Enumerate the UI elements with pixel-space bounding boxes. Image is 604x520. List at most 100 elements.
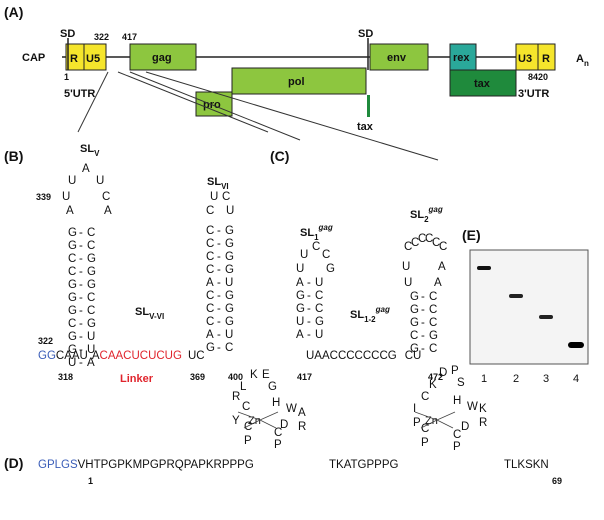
r2-label: R	[542, 53, 550, 65]
slv-stem-d0: -	[79, 227, 83, 239]
polya-label: An	[576, 53, 589, 68]
slvi-stem-r8: U	[225, 329, 233, 341]
zn1-bond1	[259, 411, 279, 421]
zn2-res5: K	[429, 379, 437, 391]
sl2-loop-5: C	[439, 241, 447, 253]
sl1-stem-d1: -	[307, 290, 311, 302]
zn2-res10: W	[467, 401, 478, 413]
slvi-loop-c2: C	[206, 205, 214, 217]
n318-label: 318	[58, 372, 73, 382]
sl1-loop-u: U	[300, 249, 308, 261]
slv-stem-r9: U	[87, 344, 95, 356]
sl1-stem-l3: U	[296, 316, 304, 328]
slvi-stem-r7: G	[225, 316, 234, 328]
zn1-res13: D	[280, 419, 288, 431]
sl1-stem-l4: A	[296, 329, 304, 341]
slv-stem-r2: G	[87, 253, 96, 265]
zn2-res0: I	[413, 403, 416, 415]
slvi-stem-l9: G	[206, 342, 215, 354]
sl1-stem-d2: -	[307, 303, 311, 315]
slv-stem-l5: G	[68, 292, 77, 304]
zoom-line-3	[129, 71, 301, 141]
zn2-res11: K	[479, 403, 487, 415]
env-label: env	[387, 52, 407, 64]
zn2-bond1	[436, 411, 456, 421]
n369-label: 369	[190, 372, 205, 382]
sl1-stem-l0: A	[296, 277, 304, 289]
zoom-line-1	[77, 71, 109, 133]
n472-label: 472	[428, 372, 443, 382]
sl1-stem-r4: U	[315, 329, 323, 341]
slvi-stem-l8: A	[206, 329, 214, 341]
zn1-res6: K	[250, 369, 258, 381]
slvi-stem-l2: C	[206, 251, 214, 263]
utr5-label: 5'UTR	[64, 88, 95, 100]
slvi-stem-r6: G	[225, 303, 234, 315]
sl1-stem-d3: -	[307, 316, 311, 328]
panel-label-a: (A)	[4, 4, 23, 20]
sl2-stem-l4: G	[410, 343, 419, 355]
slv-stem-r0: C	[87, 227, 95, 239]
zn2-res13: D	[461, 421, 469, 433]
slv-stem-r6: C	[87, 305, 95, 317]
slv-loop-u2: U	[96, 175, 104, 187]
sl1-stem-r0: U	[315, 277, 323, 289]
zn1-res9: H	[272, 397, 280, 409]
slvi-stem-l1: C	[206, 238, 214, 250]
sl1-stem-r2: C	[315, 303, 323, 315]
slvi-loop-c: C	[222, 191, 230, 203]
zn2-res14: C	[453, 429, 461, 441]
zn2-bond2	[420, 419, 438, 429]
pol-label: pol	[288, 76, 305, 88]
zn1-res10: W	[286, 403, 297, 415]
sl1-title: SL1gag	[300, 223, 333, 242]
lane-label-4: 4	[573, 373, 579, 385]
sl2-stem-d1: -	[421, 304, 425, 316]
slvi-loop-u2: U	[226, 205, 234, 217]
slvi-stem-r2: G	[225, 251, 234, 263]
slv-stem-d8: -	[79, 331, 83, 343]
sl2-stem-d4: -	[421, 343, 425, 355]
slv-stem-l9: G	[68, 344, 77, 356]
sl2-loop-2: C	[418, 233, 426, 245]
rex-box	[449, 43, 477, 71]
r2-box	[537, 43, 556, 71]
cap-label: CAP	[22, 52, 45, 64]
zn1-res2: Y	[232, 415, 240, 427]
slv-stem-r5: C	[87, 292, 95, 304]
slvi-stem-d6: -	[217, 303, 221, 315]
slvi-stem-r3: G	[225, 264, 234, 276]
sl1-stem-d0: -	[307, 277, 311, 289]
d-seq-line: GPLGSVHTPGPKMPGPRQPAPKRPPPG	[38, 459, 254, 471]
slvi-stem-r1: G	[225, 238, 234, 250]
slvi-stem-d1: -	[217, 238, 221, 250]
slvi-stem-r9: C	[225, 342, 233, 354]
gag-box	[129, 43, 197, 71]
sl2-loop-a2: A	[434, 277, 442, 289]
slvi-stem-l5: C	[206, 290, 214, 302]
sl2-loop-0: C	[404, 241, 412, 253]
zn1-bond0	[237, 411, 261, 421]
zn1-bond2	[243, 419, 261, 429]
slv-stem-r10: A	[87, 357, 95, 369]
n322-label: 322	[38, 336, 53, 346]
zn2-res15: P	[453, 441, 461, 453]
slv-stem-r7: G	[87, 318, 96, 330]
utr3-label: 3'UTR	[518, 88, 549, 100]
sl2-stem-d3: -	[421, 330, 425, 342]
zn2-bond3	[436, 419, 454, 429]
slvi-stem-d7: -	[217, 316, 221, 328]
sl1-stem-l2: G	[296, 303, 305, 315]
slv-stem-l3: C	[68, 266, 76, 278]
u5-label: U5	[86, 53, 100, 65]
zn1-res0: R	[232, 391, 240, 403]
seq-uc: UC	[188, 350, 205, 362]
pos-322: 322	[94, 32, 109, 42]
sl2-stem-l0: G	[410, 291, 419, 303]
slv-stem-l2: C	[68, 253, 76, 265]
